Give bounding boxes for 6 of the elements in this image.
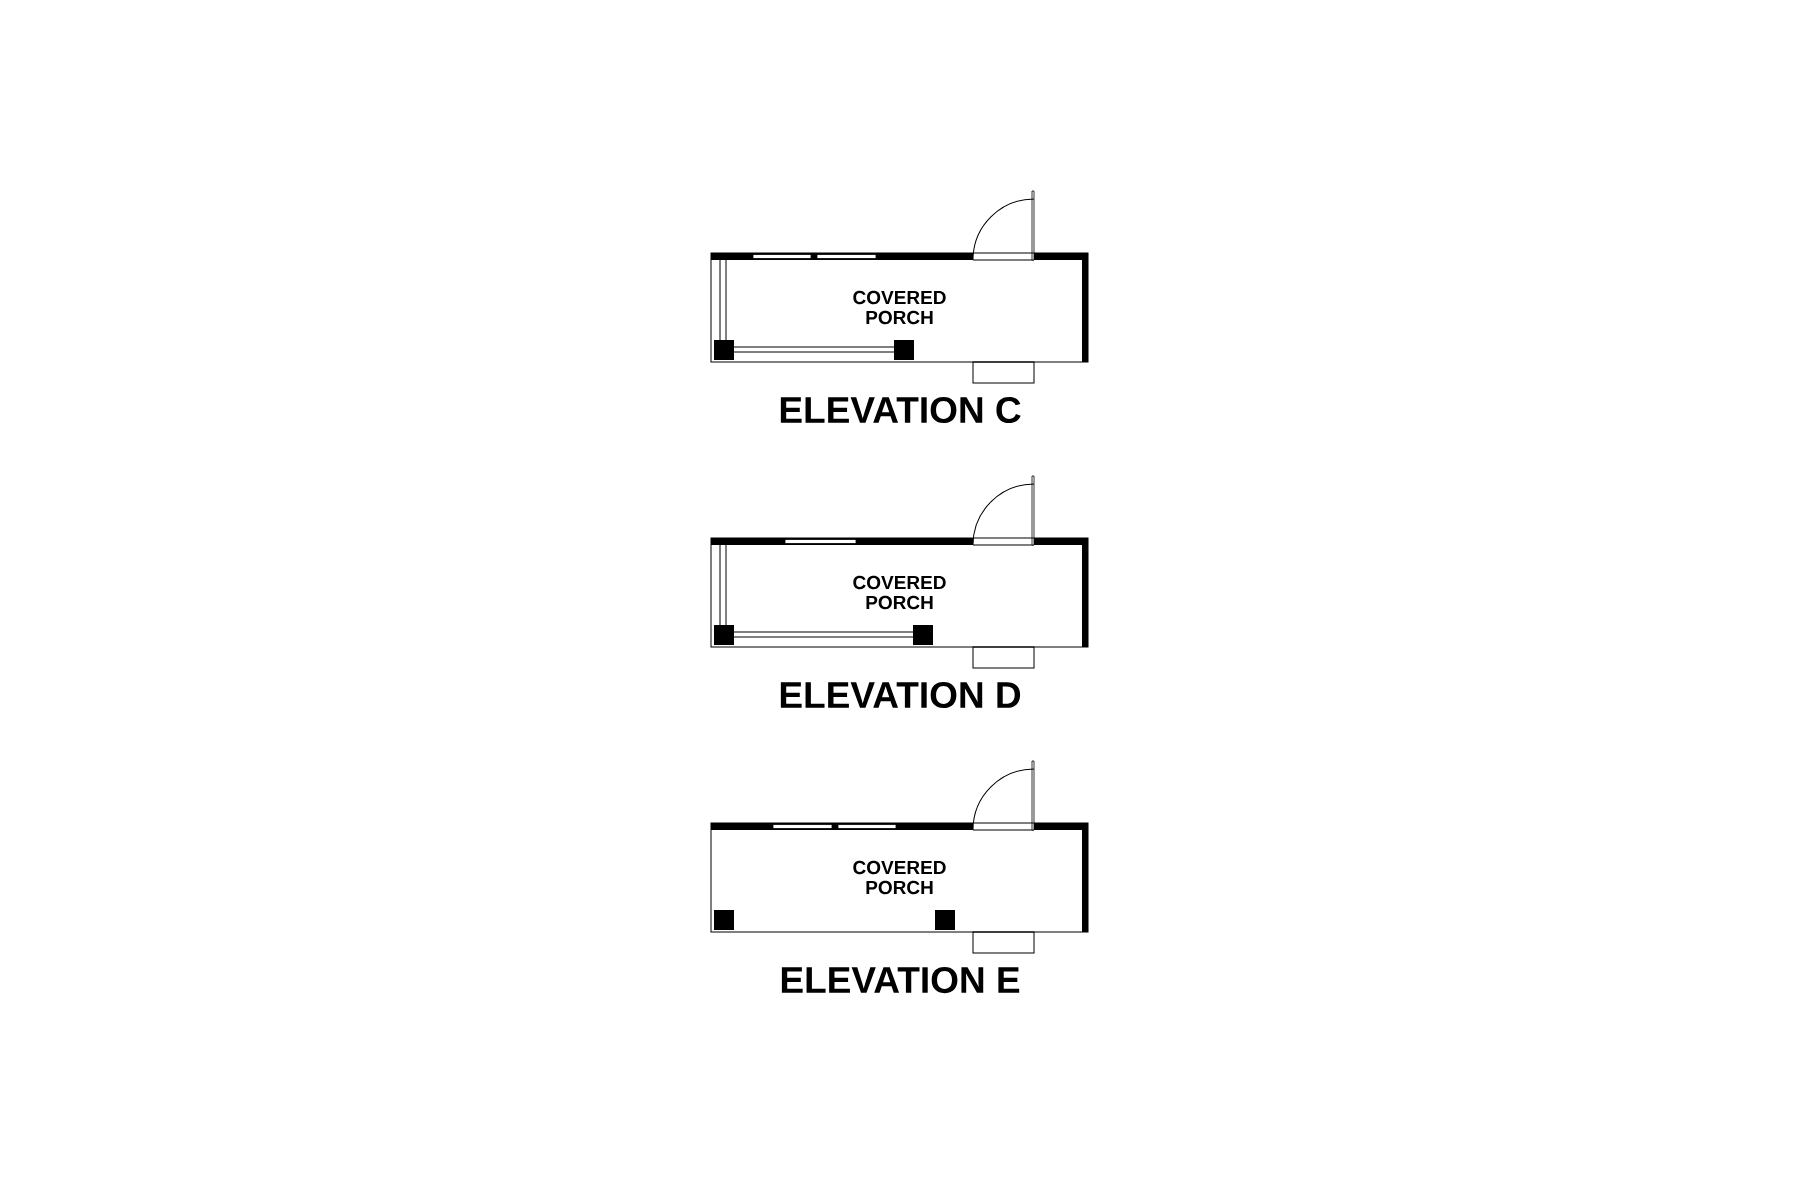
porch-room: COVERED PORCH — [710, 822, 1089, 933]
elevation-title: ELEVATION E — [781, 966, 1020, 994]
porch-room: COVERED PORCH — [710, 252, 1089, 363]
elevation-title: ELEVATION C — [780, 396, 1021, 424]
elevation-title: ELEVATION D — [780, 681, 1021, 709]
porch-room: COVERED PORCH — [710, 537, 1089, 648]
